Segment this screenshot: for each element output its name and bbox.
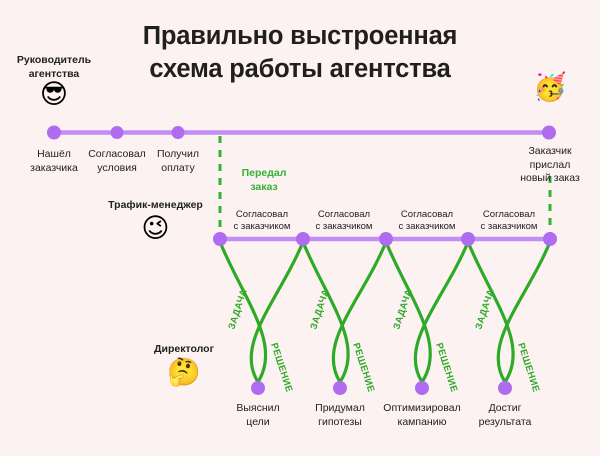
loop-2-task-curve xyxy=(301,240,350,384)
mid-timeline-node-4 xyxy=(461,232,475,246)
loop-1-task-curve xyxy=(218,240,268,384)
top-timeline-node-4 xyxy=(542,125,556,140)
outcome-label-3-line-1: Оптимизировал xyxy=(383,402,461,414)
mid-timeline-segment-label-2: Согласовал с заказчиком xyxy=(304,209,384,233)
outcome-label-4: Достиг результата xyxy=(463,402,547,429)
loop-3-task-curve xyxy=(384,240,432,384)
mid-timeline-segment-label-1-line-1: Согласовал xyxy=(235,209,289,220)
role-label-traffic-manager-line-1: Трафик-менеджер xyxy=(108,199,203,211)
loop-3-task-label: ЗАДАЧА xyxy=(391,288,414,331)
mid-timeline-node-1 xyxy=(213,232,227,246)
top-timeline-label-1: Нашёл заказчика xyxy=(14,148,94,175)
loop-group xyxy=(218,240,552,384)
role-label-directologist: Директолог xyxy=(138,343,230,357)
top-timeline-node-2 xyxy=(110,126,124,139)
loop-4-solution-label: РЕШЕНИЕ xyxy=(515,342,541,394)
outcome-label-4-line-2: результата xyxy=(478,415,532,428)
loop-3-solution-curve xyxy=(413,240,470,384)
mid-timeline-segment-label-4-line-2: с заказчиком xyxy=(480,221,538,232)
top-timeline-label-4: Заказчик прислал новый заказ xyxy=(505,145,595,186)
outcome-node-3 xyxy=(415,381,429,395)
loop-captions: ЗАДАЧА РЕШЕНИЕ ЗАДАЧА РЕШЕНИЕ ЗАДАЧА РЕШ… xyxy=(226,288,541,394)
handoff-label-line-2: заказ xyxy=(250,180,278,193)
loop-4-task-label: ЗАДАЧА xyxy=(473,288,496,331)
mid-timeline-segment-label-3: Согласовал с заказчиком xyxy=(387,209,467,233)
loop-4-task-curve xyxy=(466,240,515,384)
mid-timeline-segment-label-3-line-2: с заказчиком xyxy=(398,221,456,232)
outcome-node-2 xyxy=(333,381,347,395)
loop-2-solution-label: РЕШЕНИЕ xyxy=(350,342,376,394)
loop-1-solution-curve xyxy=(249,240,305,384)
handoff-label-line-1: Передал xyxy=(241,167,287,179)
outcome-label-1-line-2: цели xyxy=(246,415,270,428)
top-timeline-label-1-line-1: Нашёл xyxy=(37,148,71,160)
partying-face-emoji: 🥳 xyxy=(533,72,567,103)
top-timeline-label-2: Согласовал условия xyxy=(77,148,157,175)
top-timeline-label-4-line-2: прислал xyxy=(529,158,571,171)
loop-4-solution-curve xyxy=(496,240,552,384)
outcome-label-2-line-2: гипотезы xyxy=(318,415,362,428)
mid-timeline-segment-label-4: Согласовал с заказчиком xyxy=(469,209,549,233)
sunglasses-face-emoji: 😎 xyxy=(39,79,69,110)
outcome-label-3: Оптимизировал кампанию xyxy=(377,402,467,429)
loop-2-task-label: ЗАДАЧА xyxy=(308,288,331,331)
role-label-directologist-line-1: Директолог xyxy=(154,343,214,355)
loop-3-solution-label: РЕШЕНИЕ xyxy=(433,342,459,394)
mid-timeline-node-5 xyxy=(543,232,557,246)
outcome-label-1: Выяснил цели xyxy=(218,402,298,429)
loop-1-solution-label: РЕШЕНИЕ xyxy=(268,342,294,394)
role-label-traffic-manager: Трафик-менеджер xyxy=(103,199,208,213)
page-title-line-1: Правильно выстроенная xyxy=(142,22,458,50)
mid-timeline-segment-label-1: Согласовал с заказчиком xyxy=(222,209,302,233)
thinking-face-emoji: 🤔 xyxy=(167,357,201,388)
top-timeline-label-3-line-1: Получил xyxy=(157,148,199,160)
mid-timeline-node-3 xyxy=(379,232,393,246)
outcome-node-1 xyxy=(251,381,265,395)
top-timeline-label-1-line-2: заказчика xyxy=(30,161,78,174)
outcome-label-4-line-1: Достиг xyxy=(488,402,522,414)
role-label-director-line-1: Руководитель xyxy=(16,54,92,66)
top-timeline-node-3 xyxy=(171,126,185,139)
outcome-node-4 xyxy=(498,381,512,395)
top-timeline-label-2-line-1: Согласовал xyxy=(88,148,146,160)
page-title-line-2: схема работы агентства xyxy=(149,55,451,83)
top-timeline-label-3-line-2: оплату xyxy=(161,161,195,174)
loop-2-solution-curve xyxy=(331,240,388,384)
top-timeline-label-2-line-2: условия xyxy=(97,161,137,174)
outcome-label-2: Придумал гипотезы xyxy=(298,402,382,429)
outcome-label-2-line-1: Придумал xyxy=(315,402,365,414)
top-timeline-node-1 xyxy=(47,125,61,140)
loop-1-task-label: ЗАДАЧА xyxy=(226,288,249,331)
role-label-director: Руководитель агентства xyxy=(4,54,104,81)
role-label-director-line-2: агентства xyxy=(28,67,80,80)
mid-timeline-node-2 xyxy=(296,232,310,246)
top-timeline-label-4-line-3: новый заказ xyxy=(520,172,580,184)
winking-face-emoji: 😉 xyxy=(141,213,170,244)
handoff-label: Передал заказ xyxy=(228,167,300,194)
mid-timeline-segment-label-1-line-2: с заказчиком xyxy=(233,221,291,232)
top-timeline-label-3: Получил оплату xyxy=(138,148,218,175)
mid-timeline-segment-label-2-line-1: Согласовал xyxy=(317,209,371,220)
mid-timeline-segment-label-3-line-1: Согласовал xyxy=(400,209,454,220)
mid-timeline-segment-label-2-line-2: с заказчиком xyxy=(315,221,373,232)
page-title: Правильно выстроенная схема работы агент… xyxy=(0,20,600,86)
mid-timeline-segment-label-4-line-1: Согласовал xyxy=(482,209,536,220)
outcome-label-3-line-2: кампанию xyxy=(397,415,447,428)
outcome-label-1-line-1: Выяснил xyxy=(236,402,280,414)
top-timeline-label-4-line-1: Заказчик xyxy=(528,145,572,157)
